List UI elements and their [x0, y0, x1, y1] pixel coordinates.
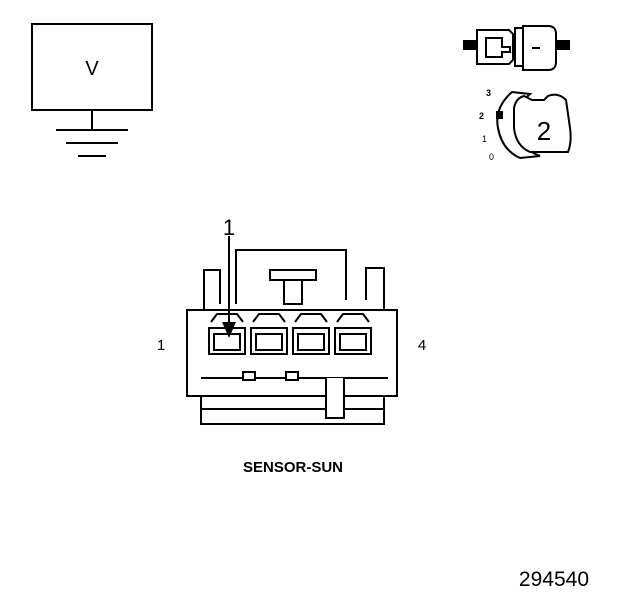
terminal-2	[250, 313, 288, 355]
key-position-1: 1	[482, 134, 487, 144]
connector-caption: SENSOR-SUN	[243, 459, 343, 476]
key-position-badge: 2	[537, 116, 551, 146]
terminal-4	[334, 313, 372, 355]
key-position-2: 2	[479, 111, 484, 121]
ignition-key-icon: 3 2 1 0 2	[479, 88, 572, 162]
sensor-connector-face	[186, 249, 398, 425]
terminal-3	[292, 313, 330, 355]
key-position-0: 0	[489, 152, 494, 162]
key-position-3: 3	[486, 88, 491, 98]
figure-number: 294540	[519, 568, 589, 591]
arrow-head-icon	[222, 322, 236, 338]
left-pin-label: 1	[157, 337, 165, 354]
right-pin-label: 4	[418, 337, 426, 354]
voltmeter-label: V	[85, 58, 99, 80]
terminal-1	[208, 313, 246, 355]
latch	[269, 269, 317, 305]
pointer-arrow	[222, 236, 236, 338]
pointer-label: 1	[223, 215, 235, 240]
connector-pair-icon	[463, 25, 570, 71]
key-position-marker	[496, 111, 503, 119]
terminal-cavities	[208, 313, 372, 355]
voltmeter-symbol: V	[31, 23, 153, 157]
ground-icon	[56, 110, 128, 157]
